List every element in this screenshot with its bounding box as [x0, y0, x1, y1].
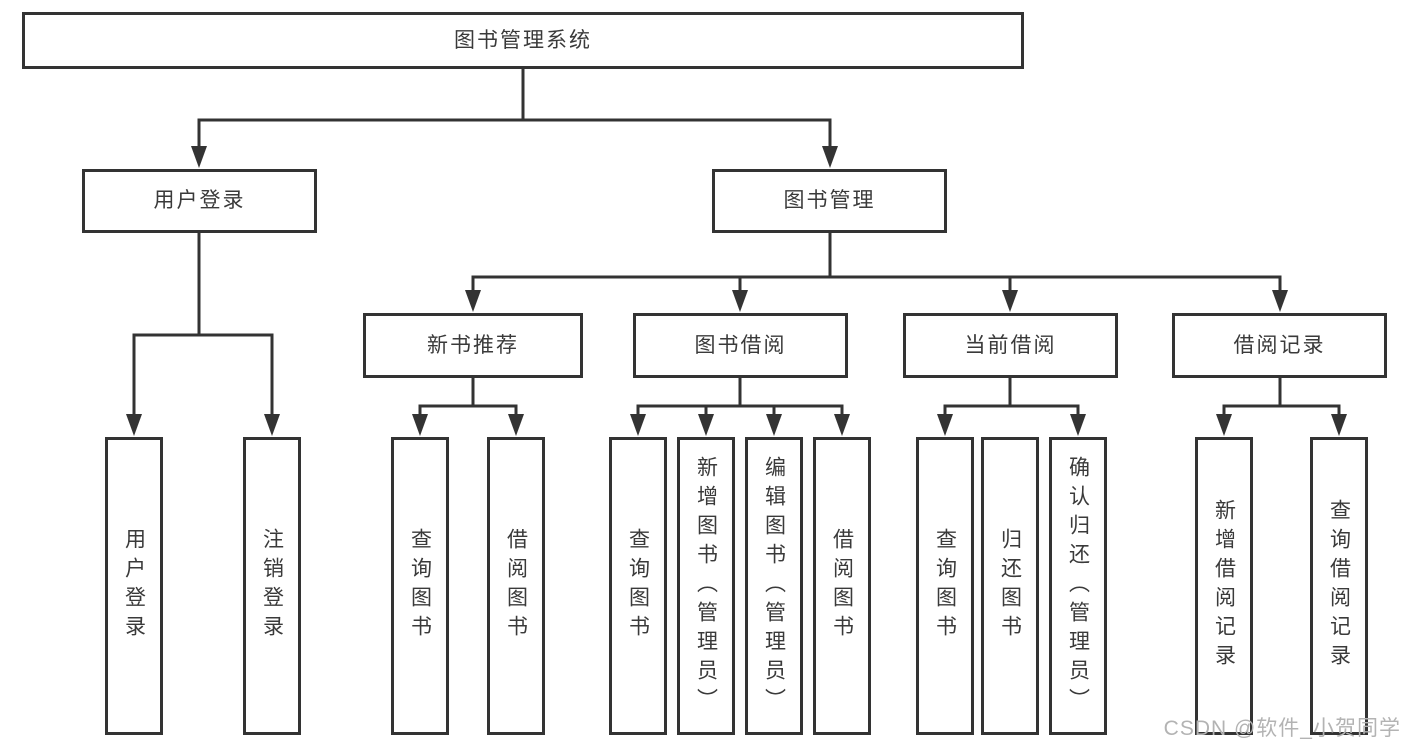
- node-system-root: 图书管理系统: [22, 12, 1024, 69]
- leaf-query-books-under-current: 查询图书: [916, 437, 974, 735]
- node-label: 归还图书: [998, 528, 1022, 644]
- node-label: 确认归还（管理员）: [1066, 455, 1090, 717]
- node-label: 当前借阅: [964, 333, 1057, 357]
- leaf-query-books-under-borrowing: 查询图书: [609, 437, 667, 735]
- node-label: 借阅图书: [830, 528, 854, 644]
- arrowheads: [126, 146, 1347, 436]
- leaf-query-books-under-recommend: 查询图书: [391, 437, 449, 735]
- node-label: 新增图书（管理员）: [694, 455, 718, 717]
- node-label: 注销登录: [260, 528, 284, 644]
- leaf-borrow-books-under-recommend: 借阅图书: [487, 437, 545, 735]
- node-label: 借阅记录: [1233, 333, 1326, 357]
- node-label: 图书管理系统: [454, 28, 592, 52]
- node-book-management: 图书管理: [712, 169, 947, 233]
- leaf-borrow-books-under-borrowing: 借阅图书: [813, 437, 871, 735]
- leaf-add-borrow-record: 新增借阅记录: [1195, 437, 1253, 735]
- node-label: 查询图书: [933, 528, 957, 644]
- node-label: 查询借阅记录: [1327, 499, 1351, 673]
- node-user-login: 用户登录: [82, 169, 317, 233]
- node-label: 借阅图书: [504, 528, 528, 644]
- node-label: 新书推荐: [427, 333, 519, 357]
- leaf-logout: 注销登录: [243, 437, 301, 735]
- leaf-user-login: 用户登录: [105, 437, 163, 735]
- node-borrowing-records: 借阅记录: [1172, 313, 1387, 378]
- node-label: 图书借阅: [694, 333, 787, 357]
- node-label: 查询图书: [626, 528, 650, 644]
- node-current-borrowing: 当前借阅: [903, 313, 1118, 378]
- leaf-edit-book-admin: 编辑图书（管理员）: [745, 437, 803, 735]
- node-label: 查询图书: [408, 528, 432, 644]
- leaf-return-books: 归还图书: [981, 437, 1039, 735]
- node-label: 图书管理: [783, 189, 876, 213]
- node-label: 编辑图书（管理员）: [762, 455, 786, 717]
- node-label: 用户登录: [122, 528, 146, 644]
- leaf-confirm-return-admin: 确认归还（管理员）: [1049, 437, 1107, 735]
- leaf-query-borrow-record: 查询借阅记录: [1310, 437, 1368, 735]
- node-label: 新增借阅记录: [1212, 499, 1236, 673]
- leaf-add-book-admin: 新增图书（管理员）: [677, 437, 735, 735]
- csdn-watermark: CSDN @软件_小贺同学: [1163, 717, 1401, 740]
- node-label: 用户登录: [153, 189, 246, 213]
- node-new-book-recommend: 新书推荐: [363, 313, 583, 378]
- node-book-borrowing: 图书借阅: [633, 313, 848, 378]
